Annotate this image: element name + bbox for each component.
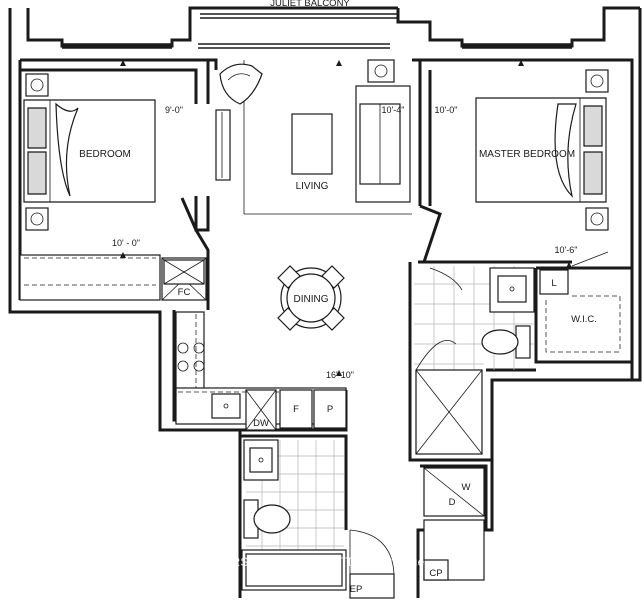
living-label: LIVING [296, 181, 329, 192]
main-bathroom [240, 434, 395, 599]
bedroom-width-dimension: 10' - 0" [112, 238, 140, 248]
watermark: SUPERSTARS REALTY LTD., Brokerage [198, 555, 425, 569]
dryer-label: D [449, 497, 456, 508]
bedroom-label: BEDROOM [79, 149, 131, 160]
windows [62, 13, 572, 66]
wic-label: W.I.C. [571, 314, 597, 325]
main-bath-tiles [246, 440, 344, 550]
fc-label: FC [178, 287, 191, 298]
fridge-label: F [293, 404, 299, 415]
pantry-label: P [327, 404, 333, 415]
master-bedroom [418, 58, 634, 380]
master-width-dimension: 10'-6" [555, 245, 578, 255]
ep-label: EP [350, 584, 363, 595]
bedroom-depth-dimension: 9'-0" [165, 105, 183, 115]
master-bedroom-label: MASTER BEDROOM [479, 149, 575, 160]
washer-label: W [462, 482, 471, 493]
cp-label: CP [429, 568, 442, 579]
exterior-walls [8, 6, 642, 598]
ensuite-tiles [414, 266, 534, 370]
dining-label: DINING [294, 294, 329, 305]
balcony-label: JULIET BALCONY [270, 0, 350, 9]
dining [180, 197, 442, 331]
ensuite-bathroom [408, 262, 538, 462]
laundry-label: L [551, 278, 556, 289]
master-depth-dimension: 10'-0" [435, 105, 458, 115]
living-room [208, 58, 422, 215]
dw-label: DW [253, 418, 269, 429]
living-depth-dimension: 10'-4" [382, 105, 405, 115]
bedroom [18, 58, 210, 301]
laundry-closet [420, 464, 488, 581]
kitchen [172, 310, 348, 432]
